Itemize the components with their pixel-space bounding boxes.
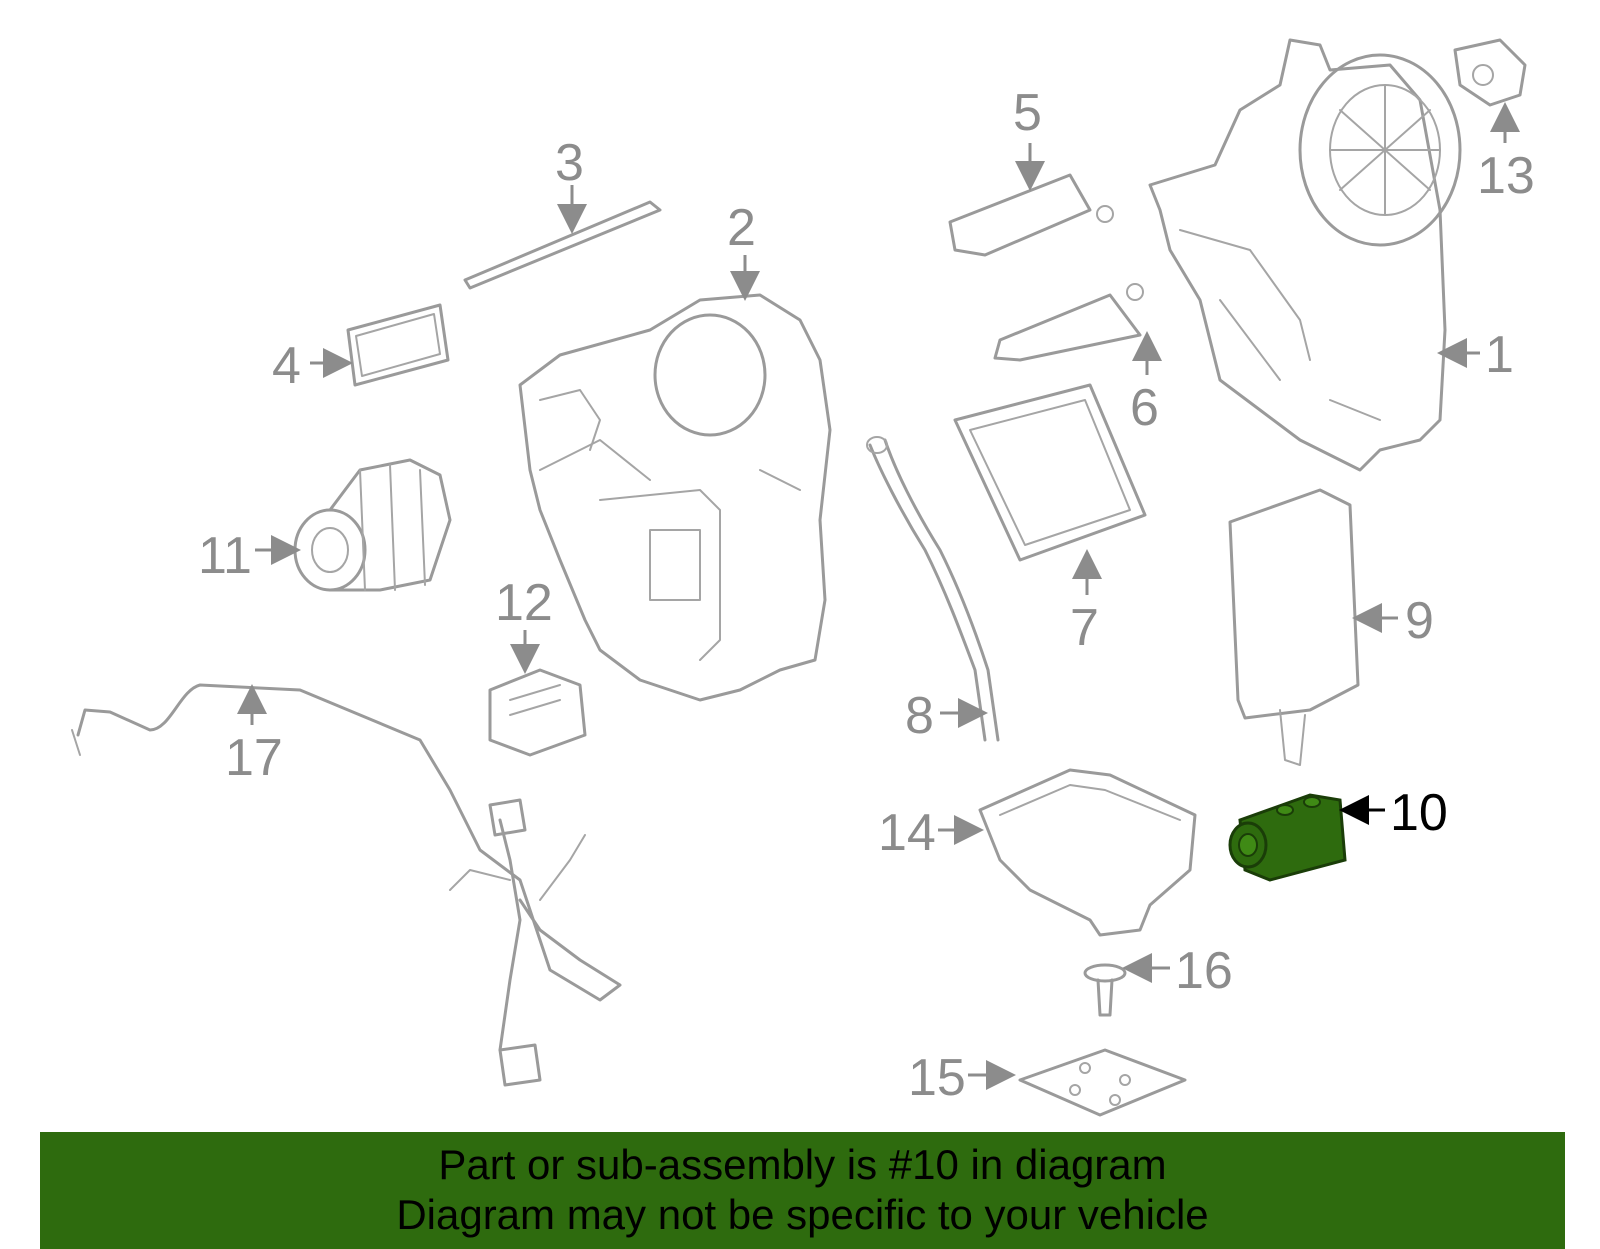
part-15-pad xyxy=(1018,1048,1187,1117)
callout-14: 14 xyxy=(878,804,984,862)
part-2-hvac-case xyxy=(518,293,832,702)
callout-15: 15 xyxy=(908,1049,1016,1107)
callout-16: 16 xyxy=(1122,942,1233,1000)
callout-1: 1 xyxy=(1437,326,1514,384)
callout-13: 13 xyxy=(1477,102,1535,205)
callout-label: 11 xyxy=(198,527,252,585)
callout-3: 3 xyxy=(555,134,587,234)
part-12-resistor xyxy=(488,668,587,757)
part-11-blower-motor xyxy=(293,458,452,592)
callout-6: 6 xyxy=(1130,331,1162,437)
callout-12: 12 xyxy=(495,574,553,674)
banner-line-2: Diagram may not be specific to your vehi… xyxy=(396,1191,1209,1238)
callout-label: 7 xyxy=(1070,599,1099,657)
callout-2: 2 xyxy=(727,199,760,301)
part-17-wiring-harness xyxy=(71,683,622,1087)
part-14-drain-pan xyxy=(978,768,1197,937)
part-4-seal xyxy=(346,303,450,387)
part-7-evaporator-core xyxy=(953,383,1147,562)
part-9-cover xyxy=(1228,488,1360,766)
banner-line-1: Part or sub-assembly is #10 in diagram xyxy=(438,1141,1167,1188)
callout-label: 2 xyxy=(727,199,756,257)
callout-label: 6 xyxy=(1130,379,1159,437)
callout-label: 16 xyxy=(1175,942,1233,1000)
callout-5: 5 xyxy=(1013,84,1045,191)
part-8-drain-hose xyxy=(866,436,1000,742)
callout-17: 17 xyxy=(225,684,283,787)
part-16-fastener xyxy=(1083,963,1127,1017)
callout-label: 15 xyxy=(908,1049,966,1107)
callout-4: 4 xyxy=(272,337,353,395)
callout-label: 14 xyxy=(878,804,936,862)
info-banner: Part or sub-assembly is #10 in diagram D… xyxy=(40,1132,1565,1249)
callout-label: 9 xyxy=(1405,592,1434,650)
callout-9: 9 xyxy=(1352,592,1434,650)
parts-diagram: 1 2 3 4 5 6 7 8 9 10 11 12 xyxy=(71,38,1535,1117)
part-10-expansion-valve xyxy=(1228,793,1347,882)
callout-7: 7 xyxy=(1070,549,1102,657)
callout-11: 11 xyxy=(198,527,301,585)
callout-label: 4 xyxy=(272,337,301,395)
callout-label: 17 xyxy=(225,729,283,787)
callout-8: 8 xyxy=(905,687,988,745)
part-3-filter xyxy=(463,200,662,290)
part-1-blower-housing xyxy=(1148,38,1462,472)
callout-label: 13 xyxy=(1477,147,1535,205)
callout-label-highlighted: 10 xyxy=(1390,784,1448,842)
callout-label: 5 xyxy=(1013,84,1042,142)
part-6-bracket xyxy=(993,283,1144,362)
callout-10: 10 xyxy=(1339,784,1448,842)
callout-label: 1 xyxy=(1485,326,1514,384)
part-5-bracket xyxy=(948,173,1114,257)
callout-label: 8 xyxy=(905,687,934,745)
callout-label: 3 xyxy=(555,134,584,192)
part-13-sensor xyxy=(1453,38,1527,107)
callout-label: 12 xyxy=(495,574,553,632)
